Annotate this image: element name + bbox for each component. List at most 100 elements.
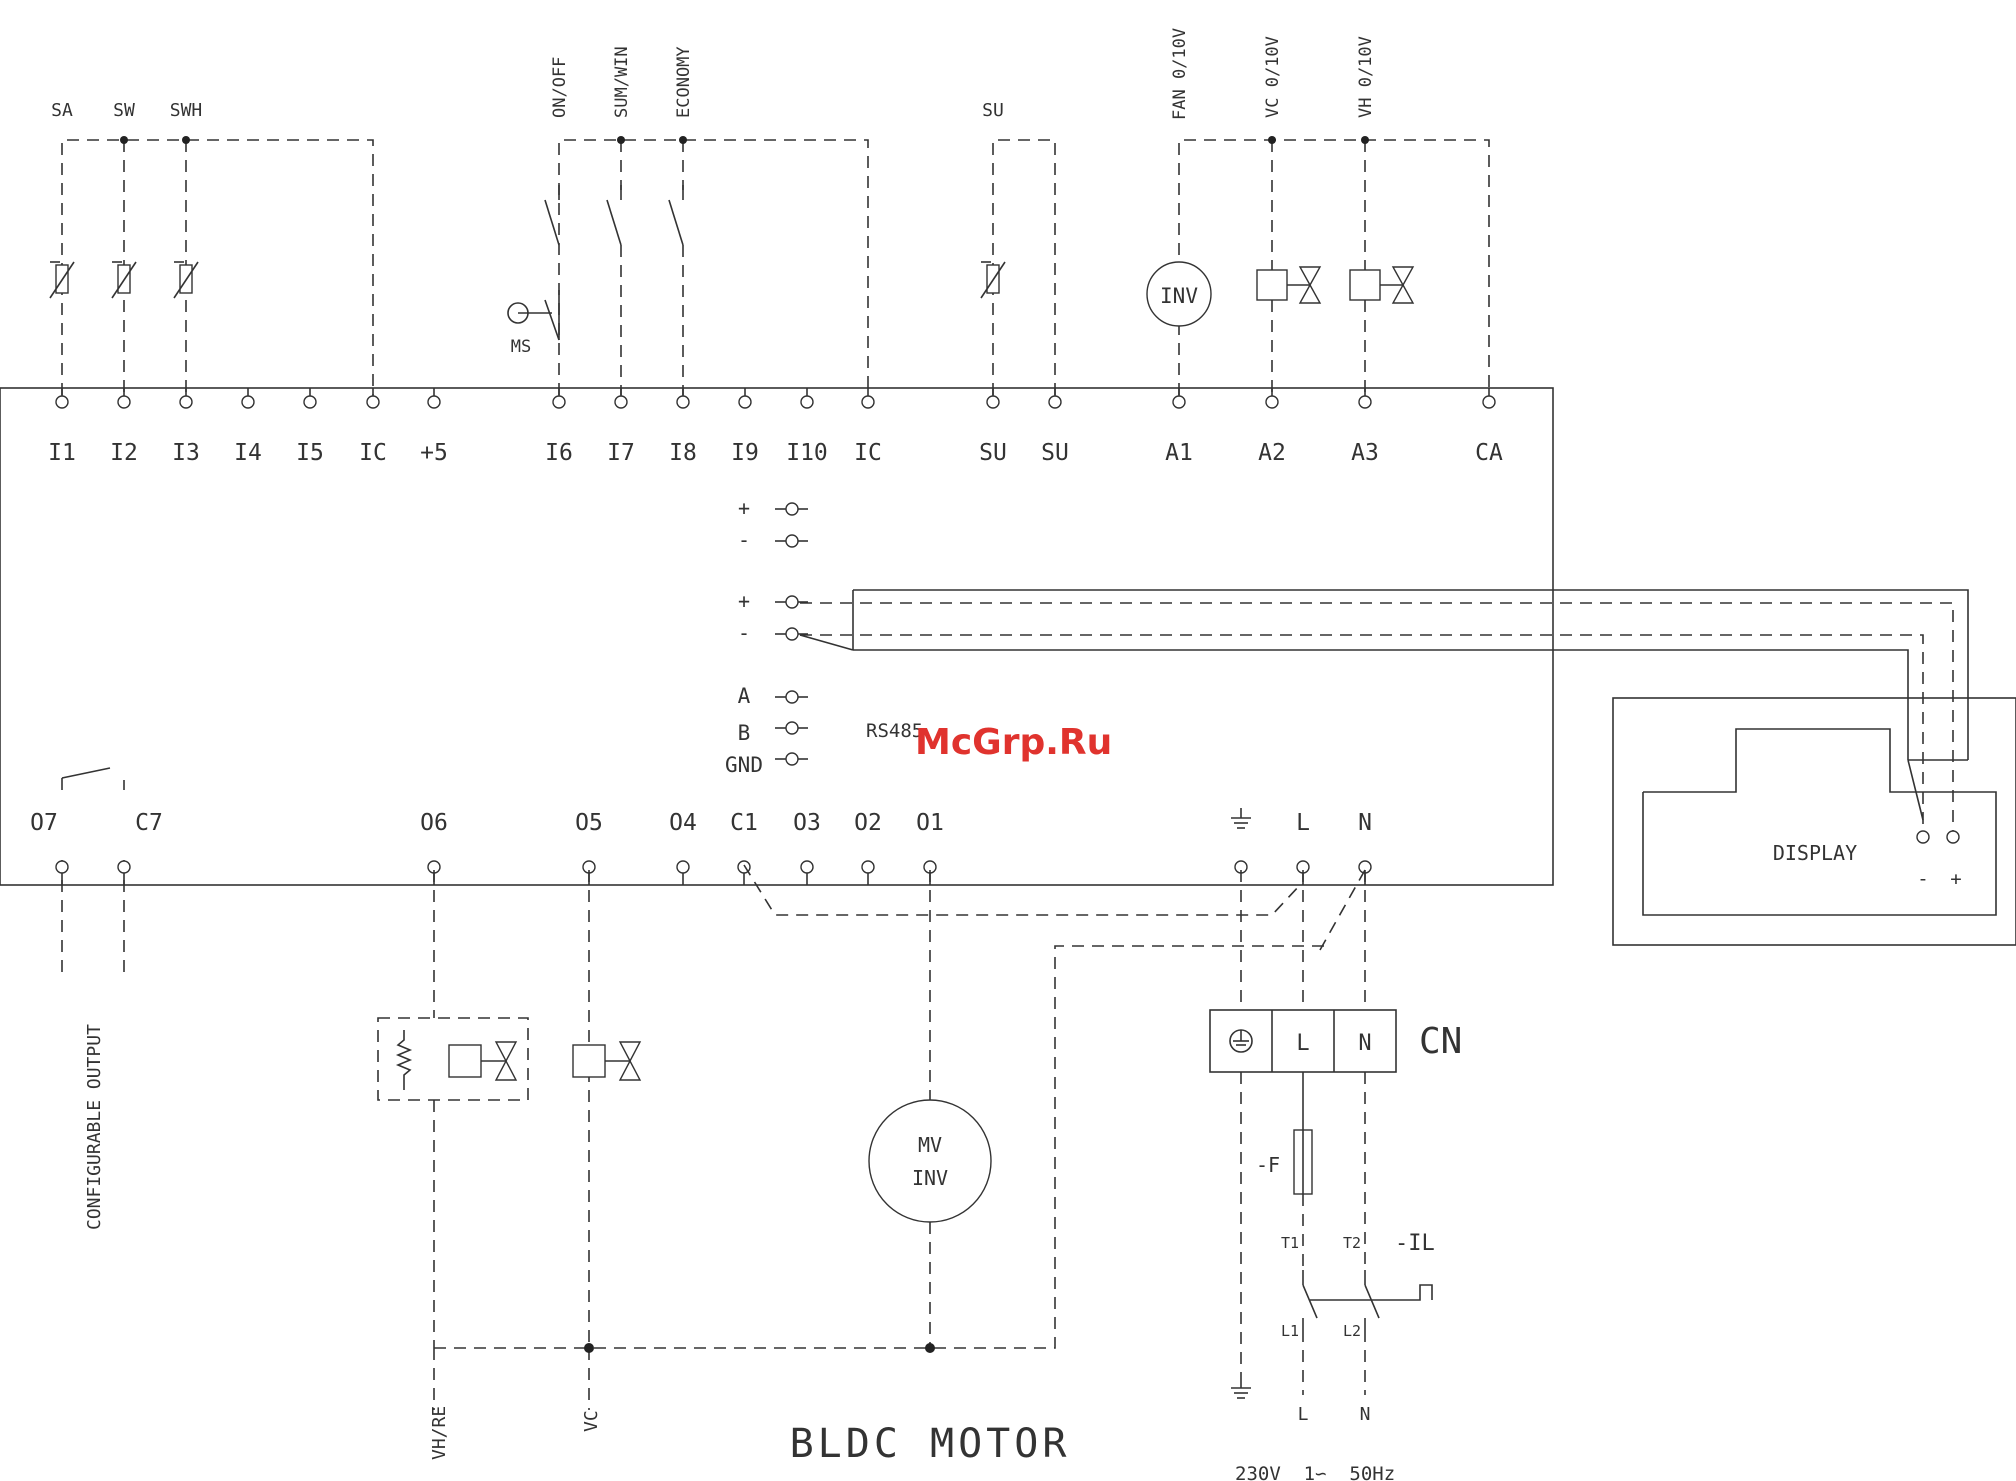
terminal-top-2 — [180, 396, 192, 408]
terminal-bottom-label: O5 — [575, 810, 603, 836]
heater-resistor-icon — [398, 1030, 410, 1090]
output-wiring: MV INV VH/RE VC BLDC MOTOR — [378, 865, 1365, 1467]
port-plus-2-label: + — [738, 589, 750, 613]
terminal-bottom-label: C7 — [135, 810, 163, 836]
terminal-top-12 — [862, 396, 874, 408]
terminal-top-label: I10 — [786, 440, 828, 466]
label-sw: SW — [113, 100, 135, 121]
terminal-top-10 — [739, 396, 751, 408]
port-b-label: B — [738, 721, 751, 745]
terminal-top-15 — [1173, 396, 1185, 408]
terminal-top-label: I7 — [607, 440, 635, 466]
terminal-top-3 — [242, 396, 254, 408]
terminal-top-9 — [677, 396, 689, 408]
power-section: L N CN -F T1 T2 -IL — [1210, 870, 1462, 1481]
label-su: SU — [982, 100, 1004, 121]
display-plus: + — [1950, 868, 1961, 890]
terminal-top-label: IC — [359, 440, 387, 466]
label-sum-win: SUM/WIN — [612, 46, 632, 118]
vc-out-valve-icon — [573, 1042, 640, 1080]
ground-icon — [1231, 1380, 1251, 1398]
port-gnd-label: GND — [725, 753, 763, 777]
cn-n-label: N — [1358, 1031, 1371, 1056]
t1-label: T1 — [1281, 1234, 1299, 1252]
on-off-switch-icon — [545, 185, 559, 245]
l1-label: L1 — [1281, 1322, 1299, 1340]
vc-valve-icon — [1257, 267, 1320, 303]
terminal-top-13 — [987, 396, 999, 408]
il-label: -IL — [1395, 1231, 1435, 1256]
terminal-top-label: I5 — [296, 440, 324, 466]
cn-earth-icon — [1230, 1030, 1252, 1052]
label-economy: ECONOMY — [674, 46, 694, 118]
terminal-top-6 — [428, 396, 440, 408]
terminal-top-label: SU — [1041, 440, 1069, 466]
terminal-bottom-label: O6 — [420, 810, 448, 836]
sum-win-switch-icon — [607, 185, 621, 245]
terminal-top-11 — [801, 396, 813, 408]
cn-label: CN — [1419, 1021, 1462, 1062]
terminal-top-0 — [56, 396, 68, 408]
thermistor-sw-icon — [112, 262, 136, 298]
o7-relay: CONFIGURABLE OUTPUT — [62, 768, 124, 1230]
analog-wiring: INV — [1147, 136, 1489, 395]
terminal-bottom-label: O3 — [793, 810, 821, 836]
terminal-top-label: I1 — [48, 440, 76, 466]
terminal-bottom-label: O2 — [854, 810, 882, 836]
port-minus-2-label: - — [738, 621, 750, 645]
terminal-bottom-label: O7 — [30, 810, 58, 836]
label-on-off: ON/OFF — [550, 57, 570, 118]
display-label: DISPLAY — [1773, 841, 1857, 865]
inv-fan-label: INV — [1160, 284, 1198, 308]
vc-out-label: VC — [581, 1410, 602, 1432]
terminal-top-label: I4 — [234, 440, 262, 466]
terminal-top-label: SU — [979, 440, 1007, 466]
port-terminal-5 — [786, 722, 798, 734]
terminal-top-label: I2 — [110, 440, 138, 466]
display-cable — [800, 590, 1968, 835]
thermistor-swh-icon — [174, 262, 198, 298]
terminal-top-1 — [118, 396, 130, 408]
label-vc: VC 0/10V — [1263, 36, 1283, 118]
isolator-switch-icon — [1303, 1270, 1432, 1330]
su-wiring — [981, 140, 1055, 395]
label-sa: SA — [51, 100, 73, 121]
port-terminal-0 — [786, 503, 798, 515]
terminal-bottom-6 — [801, 861, 813, 873]
ms-sensor-icon — [508, 290, 559, 340]
motor-inv-label: INV — [912, 1166, 948, 1190]
configurable-output-label: CONFIGURABLE OUTPUT — [84, 1024, 105, 1230]
bldc-motor-icon: MV INV — [869, 1100, 991, 1222]
terminal-bottom-label: O1 — [916, 810, 944, 836]
terminal-top-label: CA — [1475, 440, 1503, 466]
switch-wiring — [508, 136, 868, 395]
port-plus-1-label: + — [738, 496, 750, 520]
port-terminal-2 — [786, 596, 798, 608]
motor-mv-label: MV — [918, 1133, 942, 1157]
terminal-top-label: I9 — [731, 440, 759, 466]
t2-label: T2 — [1343, 1234, 1361, 1252]
port-terminal-4 — [786, 691, 798, 703]
port-terminal-6 — [786, 753, 798, 765]
terminal-top-14 — [1049, 396, 1061, 408]
terminal-top-label: A1 — [1165, 440, 1193, 466]
terminal-bottom-label: C1 — [730, 810, 758, 836]
terminal-top-label: I8 — [669, 440, 697, 466]
terminal-bottom-1 — [118, 861, 130, 873]
terminal-bottom-0 — [56, 861, 68, 873]
port-terminal-1 — [786, 535, 798, 547]
port-terminal-3 — [786, 628, 798, 640]
vh-re-valve-icon — [449, 1042, 516, 1080]
thermistor-su-icon — [981, 262, 1005, 298]
fuse-label: -F — [1256, 1153, 1280, 1177]
port-block: + - + - A B GND RS485 — [725, 496, 923, 777]
terminal-bottom-label: N — [1358, 810, 1372, 836]
terminal-top-18 — [1483, 396, 1495, 408]
terminal-bottom-label: O4 — [669, 810, 697, 836]
terminal-bottom-7 — [862, 861, 874, 873]
l2-label: L2 — [1343, 1322, 1361, 1340]
terminal-top-17 — [1359, 396, 1371, 408]
display-minus: - — [1917, 868, 1928, 890]
